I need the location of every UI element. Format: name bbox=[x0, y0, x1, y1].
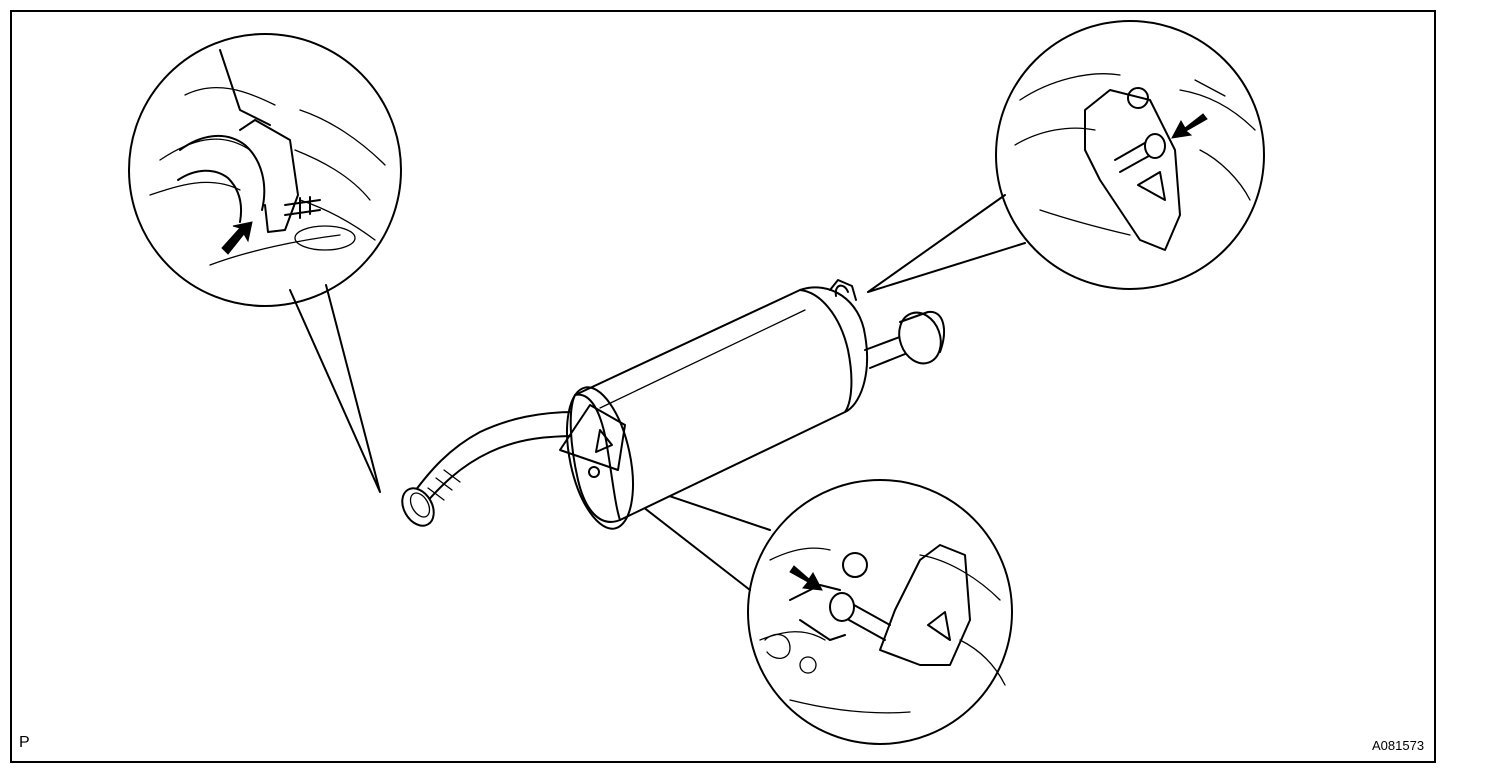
mount-hole-lower bbox=[799, 656, 817, 674]
muffler-body bbox=[569, 286, 869, 523]
tailpipe-outlet bbox=[898, 311, 942, 365]
hanger-mount-upper bbox=[1127, 87, 1149, 109]
callout-rear-lower bbox=[747, 479, 1013, 745]
callout-circle-rear-lower bbox=[747, 479, 1013, 745]
front-hanger-bracket bbox=[559, 404, 626, 471]
hanger-bracket-upper bbox=[1084, 89, 1181, 251]
muffler-assembly bbox=[401, 279, 945, 530]
hanger-plate-lower bbox=[789, 584, 846, 641]
inlet-pipe-ring bbox=[427, 469, 461, 501]
inlet-pipe bbox=[409, 411, 581, 513]
clamp-hole bbox=[294, 225, 356, 251]
clamp-bolt bbox=[284, 196, 321, 219]
front-end-ring bbox=[566, 386, 634, 530]
arrow-front-clamp bbox=[221, 221, 253, 255]
tailpipe bbox=[864, 334, 911, 369]
bg-structure-1 bbox=[149, 87, 386, 266]
mount-ring-lower bbox=[764, 633, 791, 659]
arrow-rear-upper bbox=[1171, 113, 1208, 139]
hanger-rubber-lower bbox=[829, 592, 855, 622]
inlet-flange-inner bbox=[409, 492, 431, 518]
rear-top-hanger bbox=[829, 279, 857, 301]
hanger-triangle-upper bbox=[1137, 171, 1166, 201]
arrow-rear-lower bbox=[789, 565, 823, 591]
callout-circle-front-clamp bbox=[128, 33, 402, 307]
front-hanger-pin bbox=[588, 466, 600, 478]
figure-code: A081573 bbox=[1372, 738, 1425, 753]
tailpipe-end bbox=[899, 310, 945, 353]
corner-letter: P bbox=[19, 734, 30, 751]
mount-boss-lower bbox=[842, 552, 868, 578]
leader-front-clamp bbox=[289, 284, 381, 493]
leader-rear-upper bbox=[867, 194, 1026, 293]
hanger-bracket-lower bbox=[879, 544, 971, 666]
hanger-rubber-upper bbox=[1144, 133, 1166, 159]
callout-circle-rear-upper bbox=[995, 20, 1265, 290]
inlet-flange bbox=[401, 487, 435, 527]
clamp-pipe bbox=[177, 134, 266, 223]
callout-front-clamp bbox=[128, 33, 402, 307]
bg-structure-3 bbox=[759, 547, 1006, 714]
muffler-seam bbox=[574, 393, 621, 521]
clamp-bracket bbox=[219, 49, 299, 233]
bg-structure-2 bbox=[1014, 73, 1256, 236]
muffler-rear-edge bbox=[799, 289, 853, 413]
hanger-hole-lower bbox=[927, 611, 951, 641]
muffler-highlight bbox=[599, 309, 806, 409]
callout-rear-upper bbox=[995, 20, 1265, 290]
